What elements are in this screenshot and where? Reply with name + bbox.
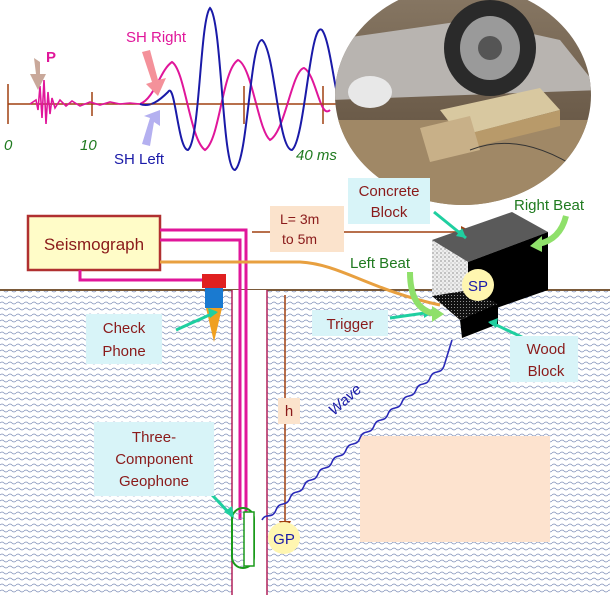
check-phone-label-2: Phone [102,343,145,360]
distance-label-2: to 5m [282,231,317,247]
concrete-label-2: Block [371,204,408,221]
geophone-label-2: Component [115,451,193,468]
tick-40ms: 40 ms [296,147,337,164]
trigger-label: Trigger [327,316,374,333]
concrete-label-1: Concrete [359,183,420,200]
distance-callout-bg [270,206,344,252]
wood-callout-bg [510,336,578,382]
sh-right-label: SH Right [126,29,187,46]
photo-inset [335,0,591,205]
wood-label-1: Wood [527,341,566,358]
trace-p-wave [29,79,141,125]
tick-0: 0 [4,137,13,154]
distance-label-1: L= 3m [280,211,319,227]
p-label: P [46,49,56,66]
trigger-callout-bg [312,310,388,336]
seismogram [7,6,341,172]
tick-10: 10 [80,137,97,154]
geophone-label-1: Three- [132,429,176,446]
trace-sh-left [139,6,341,172]
geophone [231,507,255,569]
wood-label-2: Block [528,363,565,380]
cable-magenta-outer [160,228,248,520]
sh-left-arrow [142,110,160,146]
trace-sh-right [139,58,331,152]
gp-label: GP [273,531,295,548]
gp-marker [268,522,300,554]
check-phone-label-1: Check [103,320,146,337]
right-beat-label: Right Beat [514,197,585,214]
check-phone-callout-bg [86,314,162,364]
sh-left-label: SH Left [114,151,165,168]
cable-check-phone [78,270,214,282]
sp-marker [462,269,494,301]
depth-callout-bg [278,398,300,424]
sh-right-arrow [142,50,166,96]
depth-label: h [285,403,293,420]
subsurface-panel [360,436,550,542]
callout-arrows [175,210,569,518]
sp-label: SP [468,278,488,295]
wave-path [261,339,453,521]
geophone-callout-bg [94,422,214,496]
left-beat-label: Left Beat [350,255,411,272]
cable-magenta-inner [160,238,242,520]
seismograph-label: Seismograph [44,235,144,254]
concrete-callout-bg [348,178,430,224]
p-arrow [30,58,46,90]
seismograph-box [26,214,162,272]
geophone-label-3: Geophone [119,473,189,490]
left-beat-arrow [407,271,437,317]
